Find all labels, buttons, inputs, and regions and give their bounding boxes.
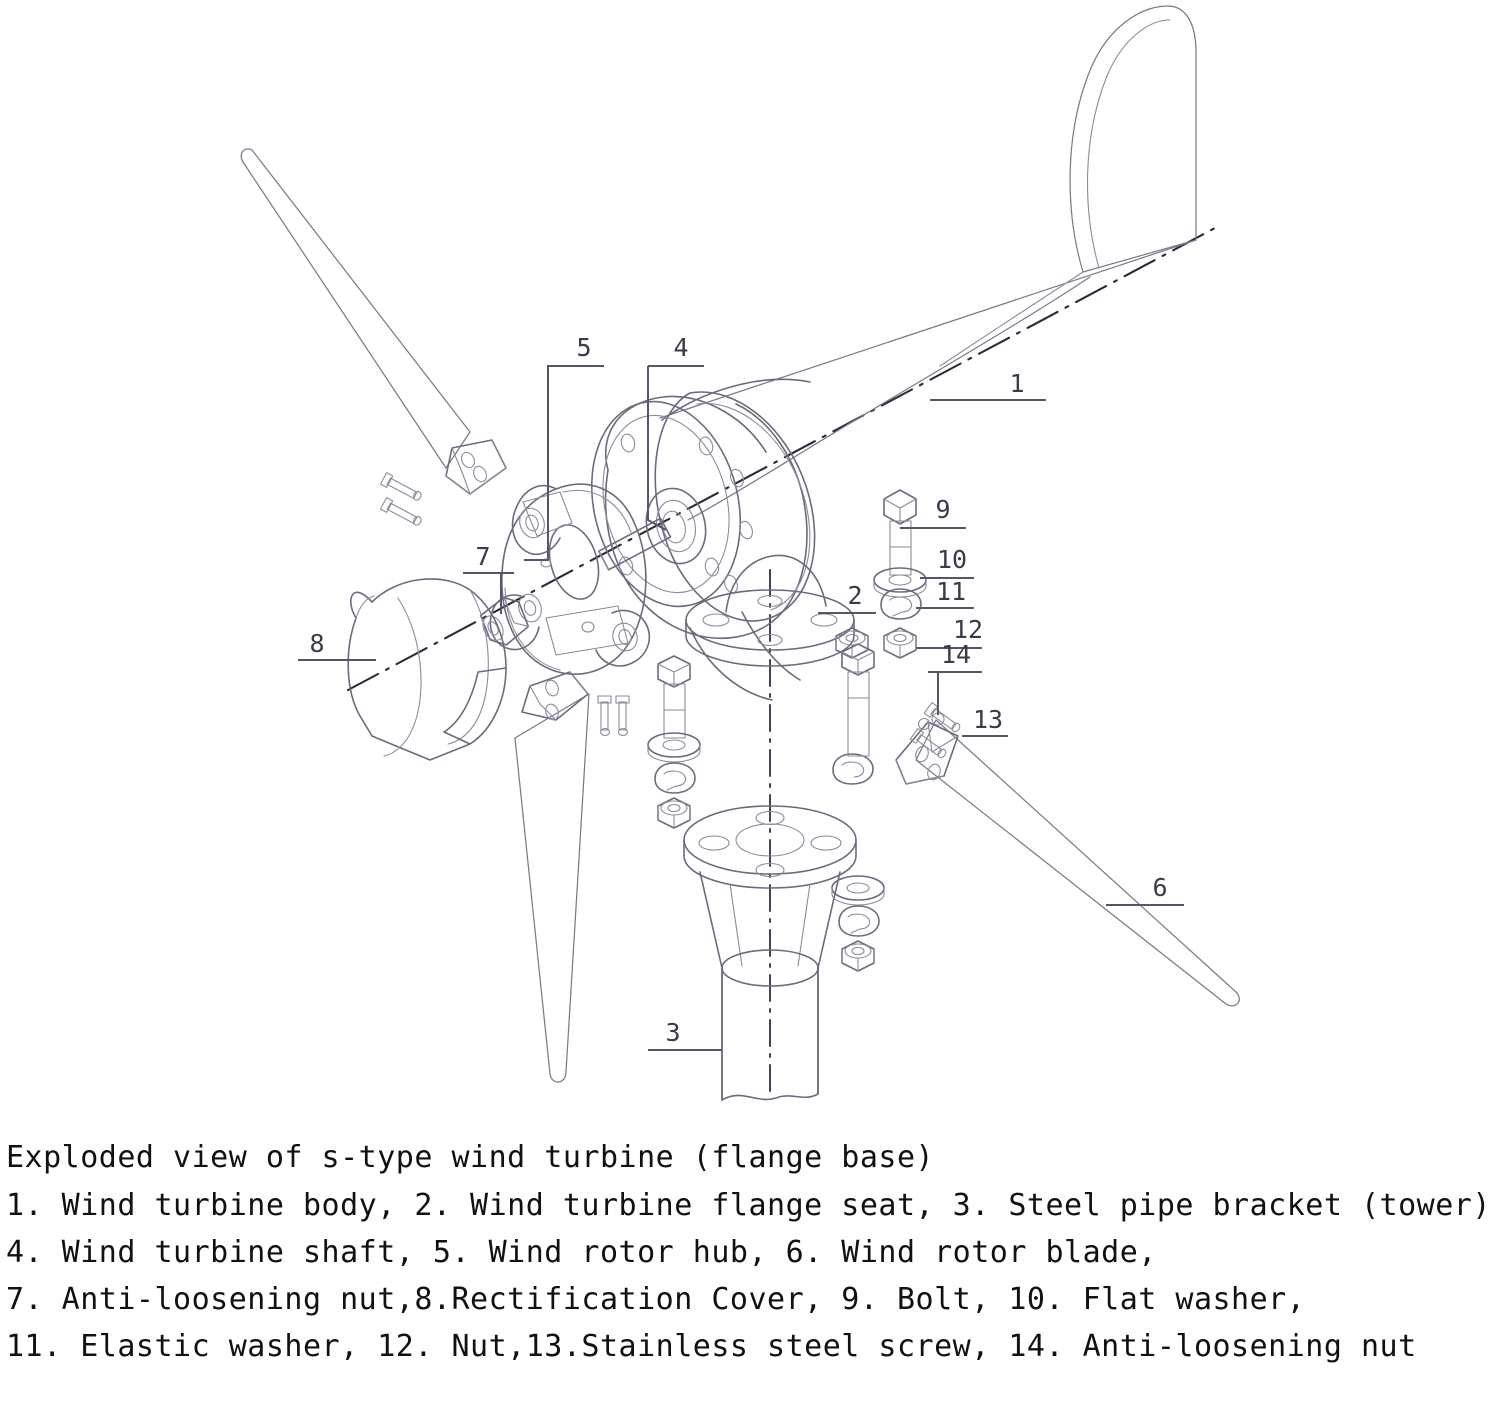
- bolt-upper: [883, 489, 917, 576]
- bolt-tower: [841, 643, 875, 757]
- bolt-left: [657, 655, 691, 739]
- callout-9-label: 9: [935, 495, 950, 524]
- callout-1-label: 1: [1009, 369, 1024, 398]
- elastic-washer-upper: [880, 588, 922, 620]
- fastener-stack-upper: [873, 489, 927, 659]
- callout-8: 8: [298, 629, 376, 661]
- blade-upper-screws: [379, 472, 422, 526]
- callout-11-label: 11: [936, 577, 966, 606]
- callout-12-label: 12: [953, 615, 983, 644]
- wind-turbine-body: [590, 5, 1197, 701]
- figure-caption: Exploded view of s-type wind turbine (fl…: [0, 1130, 1500, 1425]
- wind-rotor-hub: [489, 483, 651, 675]
- callout-2: 2: [818, 581, 876, 614]
- rotor-axis-centerline: [346, 226, 1217, 692]
- nut-tower: [841, 940, 875, 972]
- callout-3: 3: [648, 1018, 722, 1051]
- callout-12: 12: [916, 615, 983, 649]
- caption-line-1: 1. Wind turbine body, 2. Wind turbine fl…: [6, 1188, 1491, 1223]
- callout-5-label: 5: [576, 333, 591, 362]
- callout-1: 1: [930, 369, 1046, 401]
- rectification-cover: [347, 578, 507, 761]
- elastic-washer-left: [654, 762, 696, 794]
- callout-6-label: 6: [1152, 873, 1167, 902]
- callout-11: 11: [916, 577, 974, 609]
- wind-turbine-flange-seat: [685, 554, 855, 667]
- callout-2-label: 2: [847, 581, 862, 610]
- caption-title: Exploded view of s-type wind turbine (fl…: [6, 1140, 935, 1175]
- blade-lower-screws: [597, 695, 630, 737]
- wind-rotor-blade-upper: [240, 148, 507, 495]
- elastic-washer-tower-top: [832, 753, 874, 785]
- blade-right-screws: [909, 702, 961, 759]
- callout-14-label: 14: [941, 640, 971, 669]
- callout-9: 9: [900, 495, 966, 529]
- callout-3-label: 3: [665, 1018, 680, 1047]
- callout-10: 10: [920, 545, 974, 579]
- caption-line-3: 7. Anti-loosening nut,8.Rectification Co…: [6, 1282, 1306, 1317]
- nut-upper: [883, 627, 917, 659]
- wind-rotor-blade-lower: [514, 671, 590, 1083]
- callout-10-label: 10: [937, 545, 967, 574]
- callout-7: 7: [463, 542, 514, 614]
- callout-4-label: 4: [673, 333, 688, 362]
- flat-washer-upper: [873, 567, 927, 598]
- callout-7-label: 7: [475, 542, 490, 571]
- callout-6: 6: [1106, 873, 1184, 906]
- nut-tower-top: [835, 627, 869, 659]
- fastener-stack-left: [647, 655, 701, 829]
- callout-13: 13: [962, 705, 1008, 737]
- flat-washer-tower: [831, 875, 885, 906]
- callout-14: 14: [928, 640, 982, 715]
- callout-4: 4: [647, 333, 704, 531]
- fastener-stack-tower: [831, 627, 885, 972]
- exploded-view-drawing: 5 4 1 9 10 11 12: [240, 5, 1240, 1101]
- callout-5: 5: [524, 333, 604, 561]
- nut-left: [657, 797, 691, 829]
- callout-8-label: 8: [309, 629, 324, 658]
- caption-line-4: 11. Elastic washer, 12. Nut,13.Stainless…: [6, 1329, 1417, 1364]
- wind-rotor-blade-right: [895, 719, 1240, 1007]
- wind-turbine-shaft: [597, 517, 672, 571]
- steel-pipe-bracket-tower: [683, 805, 857, 1101]
- caption-line-2: 4. Wind turbine shaft, 5. Wind rotor hub…: [6, 1235, 1157, 1270]
- callout-13-label: 13: [973, 705, 1003, 734]
- flat-washer-left: [647, 732, 701, 763]
- elastic-washer-tower: [838, 905, 880, 937]
